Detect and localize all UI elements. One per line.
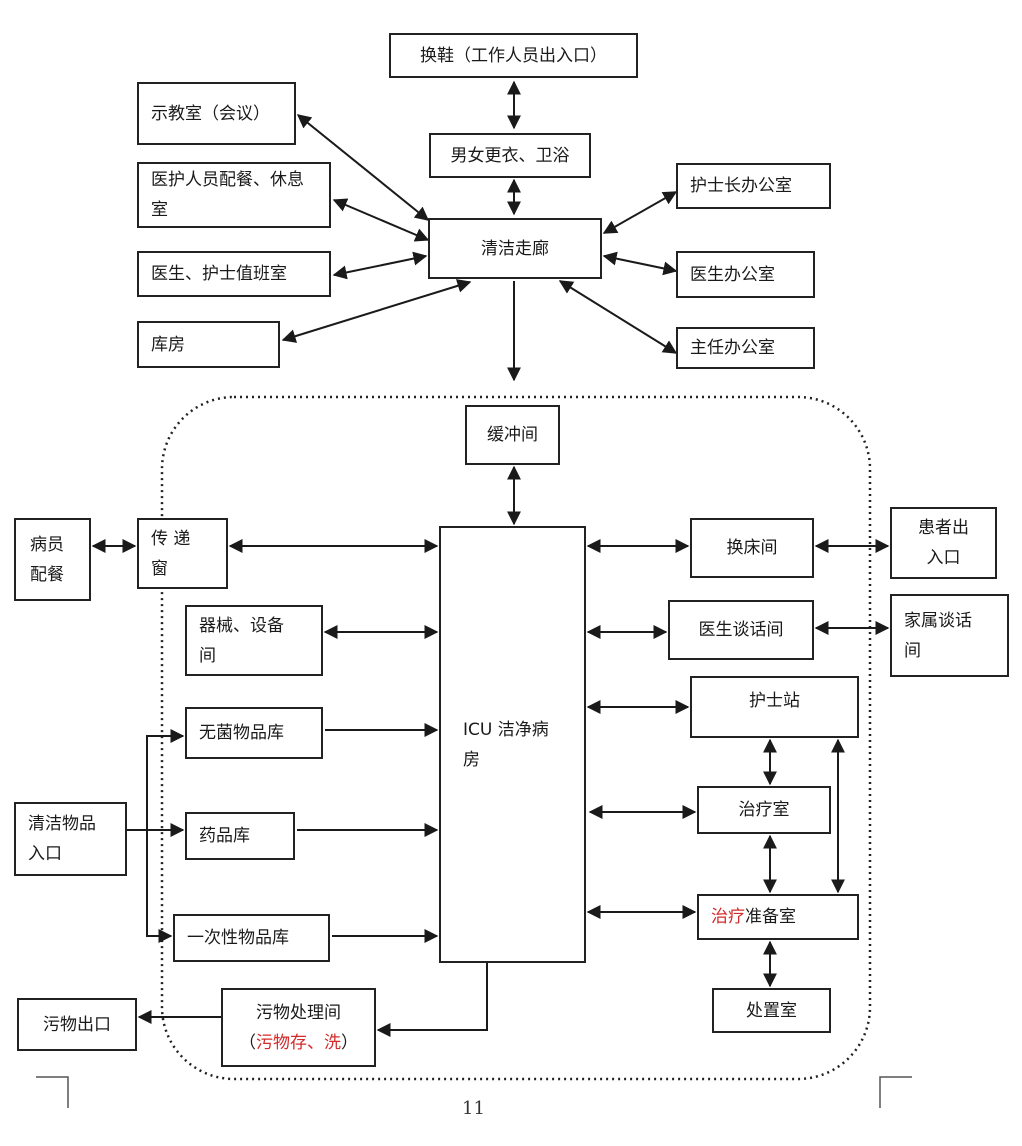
arrow-head-nurse-corridor: [602, 191, 678, 234]
node-doctor-office: 医生办公室: [676, 251, 815, 298]
arrow-icu-to-waste-room: [376, 963, 488, 1037]
node-storage: 库房: [137, 321, 280, 368]
arrow-clean-entry-to-disposable: [146, 830, 173, 943]
node-clean-goods-entry: 清洁物品 入口: [14, 802, 127, 876]
node-pass-window: 传 递 窗: [137, 518, 228, 589]
arrow-director-office-corridor: [558, 280, 678, 354]
node-treatment-prep-room: 治疗准备室: [697, 894, 859, 940]
treatment-prep-rest-text: 准备室: [745, 907, 796, 927]
node-duty-room: 医生、护士值班室: [137, 251, 331, 297]
page-corner-mark-left: [36, 1076, 69, 1108]
page-corner-mark-right: [879, 1076, 912, 1108]
node-disposal-room: 处置室: [712, 988, 831, 1033]
clean-zone-boundary: [160, 395, 872, 1081]
node-treatment-room: 治疗室: [697, 786, 831, 834]
node-head-nurse-office: 护士长办公室: [676, 163, 831, 209]
node-buffer-room: 缓冲间: [465, 405, 560, 465]
node-pharmacy: 药品库: [185, 812, 295, 860]
node-patient-entry: 患者出 入口: [890, 507, 997, 579]
waste-room-subtitle: （污物存、洗）: [239, 1032, 358, 1053]
node-clean-corridor: 清洁走廊: [428, 218, 602, 279]
node-demo-room: 示教室（会议）: [137, 82, 296, 145]
node-waste-exit: 污物出口: [17, 998, 137, 1051]
node-disposable-store: 一次性物品库: [173, 914, 330, 962]
node-bed-change: 换床间: [690, 518, 814, 578]
node-icu-ward: ICU 洁净病 房: [439, 526, 586, 963]
node-doctor-talk: 医生谈话间: [668, 600, 814, 660]
node-waste-room: 污物处理间 （污物存、洗）: [221, 988, 376, 1067]
arrow-clean-entry-to-sterile: [146, 729, 185, 830]
page-number: 11: [462, 1098, 485, 1119]
arrow-staff-dining-corridor: [332, 198, 430, 242]
arrow-storage-corridor: [281, 279, 472, 343]
node-sterile-store: 无菌物品库: [185, 707, 323, 759]
node-nurse-station: 护士站: [690, 676, 859, 738]
node-equipment-room: 器械、设备 间: [185, 605, 323, 676]
node-staff-dining: 医护人员配餐、休息室: [137, 162, 331, 228]
waste-room-title: 污物处理间: [256, 1002, 341, 1023]
arrow-doctor-office-corridor: [602, 251, 678, 276]
node-patient-meals: 病员 配餐: [14, 518, 91, 601]
node-director-office: 主任办公室: [676, 327, 815, 369]
arrow-duty-room-corridor: [332, 251, 428, 280]
connectors: [91, 80, 890, 1037]
node-shoe-change: 换鞋（工作人员出入口）: [389, 33, 638, 78]
node-family-talk: 家属谈话 间: [890, 594, 1009, 677]
node-changing-room: 男女更衣、卫浴: [429, 133, 591, 178]
treatment-prep-red-text: 治疗: [711, 907, 745, 927]
